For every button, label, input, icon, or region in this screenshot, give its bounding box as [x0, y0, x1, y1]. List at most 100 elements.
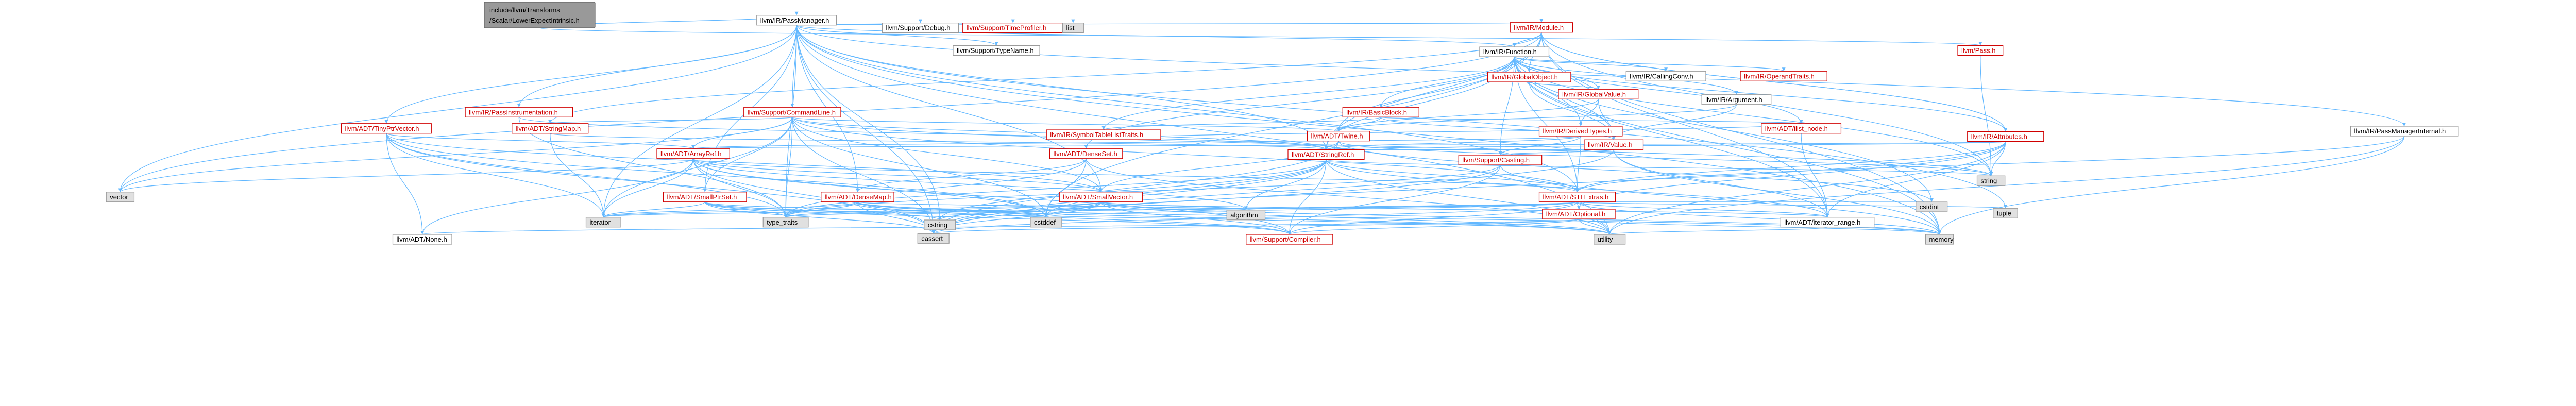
graph-node-commandline[interactable]: llvm/Support/CommandLine.h [743, 107, 841, 117]
graph-node-optional[interactable]: llvm/ADT/Optional.h [1542, 209, 1616, 219]
graph-edge [1514, 56, 1828, 217]
graph-node-typename[interactable]: llvm/Support/TypeName.h [953, 45, 1040, 56]
graph-edge [1577, 201, 1940, 235]
graph-node-label: cassert [921, 234, 943, 242]
graph-node-cstring[interactable]: cstring [924, 219, 956, 230]
graph-node-tinyptrvector[interactable]: llvm/ADT/TinyPtrVector.h [341, 123, 432, 134]
graph-edge [796, 22, 1542, 26]
graph-edge-arrowhead [691, 145, 696, 149]
graph-edge [1045, 201, 1578, 218]
graph-node-vector[interactable]: vector [106, 192, 135, 202]
graph-node-pass[interactable]: llvm/Pass.h [1957, 45, 2004, 56]
graph-edge-arrowhead [790, 104, 794, 108]
graph-edge [603, 201, 705, 218]
graph-node-type-traits[interactable]: type_traits [762, 217, 809, 228]
graph-node-debug[interactable]: llvm/Support/Debug.h [882, 23, 959, 33]
graph-edge [1613, 149, 1940, 235]
graph-edge [1045, 159, 1327, 217]
graph-edge-arrowhead [919, 19, 922, 23]
graph-node-ilist-node[interactable]: llvm/ADT/ilist_node.h [1761, 123, 1842, 134]
graph-node-none[interactable]: llvm/ADT/None.h [392, 234, 452, 245]
graph-edge [1338, 104, 1737, 132]
graph-node-stlextras[interactable]: llvm/ADT/STLExtras.h [1538, 192, 1616, 202]
graph-edge [518, 117, 786, 217]
graph-node-label: llvm/Support/CommandLine.h [748, 108, 836, 116]
graph-node-casting[interactable]: llvm/Support/Casting.h [1458, 155, 1543, 165]
graph-node-string[interactable]: string [1976, 175, 2006, 186]
graph-node-label: llvm/IR/GlobalValue.h [1562, 90, 1626, 98]
graph-node-label: llvm/IR/PassInstrumentation.h [469, 108, 558, 116]
graph-node-label: llvm/ADT/iterator_range.h [1784, 218, 1860, 226]
graph-edge [1541, 32, 1940, 235]
graph-node-label: iterator [590, 218, 611, 226]
graph-edge-arrowhead [1734, 91, 1738, 95]
graph-edge [704, 201, 1610, 235]
graph-edge [386, 133, 694, 149]
graph-node-memory[interactable]: memory [1925, 234, 1954, 245]
graph-edge [785, 164, 1501, 217]
graph-node-smallptrset[interactable]: llvm/ADT/SmallPtrSet.h [663, 192, 747, 202]
graph-node-module[interactable]: llvm/IR/Module.h [1510, 22, 1573, 33]
graph-edge-arrowhead [1539, 19, 1544, 23]
root-label-line-2: /Scalar/LowerExpectIntrinsic.h [489, 16, 580, 24]
graph-node-basicblock[interactable]: llvm/IR/BasicBlock.h [1342, 107, 1419, 117]
graph-node-cstddef[interactable]: cstddef [1030, 217, 1062, 228]
graph-edge [1514, 56, 1784, 72]
graph-node-utility[interactable]: utility [1594, 234, 1626, 245]
graph-node-globalobject[interactable]: llvm/IR/GlobalObject.h [1487, 72, 1571, 82]
graph-edge [1103, 116, 1381, 130]
graph-node-label: algorithm [1230, 211, 1258, 219]
graph-node-operandtraits[interactable]: llvm/IR/OperandTraits.h [1740, 71, 1827, 81]
graph-edge-arrowhead [420, 231, 425, 234]
graph-node-argument[interactable]: llvm/IR/Argument.h [1701, 94, 1772, 105]
graph-node-passmanagerinternal[interactable]: llvm/IR/PassManagerInternal.h [2350, 126, 2459, 137]
graph-node-cstdint[interactable]: cstdint [1916, 201, 1948, 212]
graph-node-label: llvm/ADT/None.h [397, 235, 447, 243]
graph-node-stringmap[interactable]: llvm/ADT/StringMap.h [512, 123, 589, 134]
graph-edge [1326, 159, 1610, 235]
graph-node-label: llvm/IR/Module.h [1514, 24, 1564, 31]
graph-edge [1326, 159, 1992, 176]
graph-edge [1529, 81, 1599, 90]
graph-node-function[interactable]: llvm/IR/Function.h [1479, 46, 1550, 57]
graph-edge-arrowhead [794, 11, 799, 15]
graph-node-label: type_traits [767, 218, 798, 226]
graph-edge [933, 218, 1579, 234]
graph-node-algorithm[interactable]: algorithm [1226, 210, 1266, 221]
graph-node-iterator[interactable]: iterator [585, 217, 621, 228]
graph-edge [704, 201, 934, 234]
graph-edge-arrowhead [784, 213, 788, 217]
graph-node-stringref[interactable]: llvm/ADT/StringRef.h [1287, 149, 1365, 160]
graph-node-root[interactable]: include/llvm/Transforms /Scalar/LowerExp… [484, 2, 596, 28]
graph-edge [1514, 56, 2006, 132]
graph-node-derivedtypes[interactable]: llvm/IR/DerivedTypes.h [1538, 126, 1623, 137]
graph-node-symboltablelisttraits[interactable]: llvm/IR/SymbolTableListTraits.h [1046, 129, 1161, 140]
graph-node-value[interactable]: llvm/IR/Value.h [1584, 139, 1644, 150]
graph-edge [1991, 141, 2006, 176]
graph-node-twine[interactable]: llvm/ADT/Twine.h [1307, 131, 1370, 142]
graph-node-denseset[interactable]: llvm/ADT/DenseSet.h [1049, 148, 1123, 159]
graph-edge-arrowhead [1071, 19, 1075, 23]
graph-node-label: llvm/IR/OperandTraits.h [1744, 72, 1815, 80]
graph-node-densemap[interactable]: llvm/ADT/DenseMap.h [821, 192, 894, 202]
graph-node-passmanager[interactable]: llvm/IR/PassManager.h [756, 15, 837, 26]
graph-edge [1541, 32, 1828, 217]
graph-edge [1578, 218, 1940, 235]
graph-edge-arrowhead [1011, 19, 1015, 23]
graph-node-passinstrumentation[interactable]: llvm/IR/PassInstrumentation.h [465, 107, 573, 117]
graph-edge [539, 27, 1981, 46]
graph-edge-arrowhead [994, 42, 998, 46]
graph-node-cassert[interactable]: cassert [917, 233, 950, 244]
graph-edge [1100, 141, 1339, 192]
graph-node-iterator-range[interactable]: llvm/ADT/iterator_range.h [1780, 217, 1875, 228]
graph-node-label: llvm/IR/GlobalObject.h [1492, 73, 1558, 81]
graph-node-globalvalue[interactable]: llvm/IR/GlobalValue.h [1558, 89, 1639, 99]
graph-node-callingconv[interactable]: llvm/IR/CallingConv.h [1625, 71, 1706, 81]
graph-node-smallvector[interactable]: llvm/ADT/SmallVector.h [1059, 192, 1143, 202]
graph-node-arrayref[interactable]: llvm/ADT/ArrayRef.h [656, 148, 730, 159]
graph-node-attributes[interactable]: llvm/IR/Attributes.h [1967, 131, 2044, 142]
graph-node-list[interactable]: list [1062, 23, 1084, 33]
graph-node-timeprofiler[interactable]: llvm/Support/TimeProfiler.h [962, 23, 1064, 33]
graph-node-tuple[interactable]: tuple [1993, 208, 2018, 218]
graph-node-compiler[interactable]: llvm/Support/Compiler.h [1246, 234, 1333, 245]
